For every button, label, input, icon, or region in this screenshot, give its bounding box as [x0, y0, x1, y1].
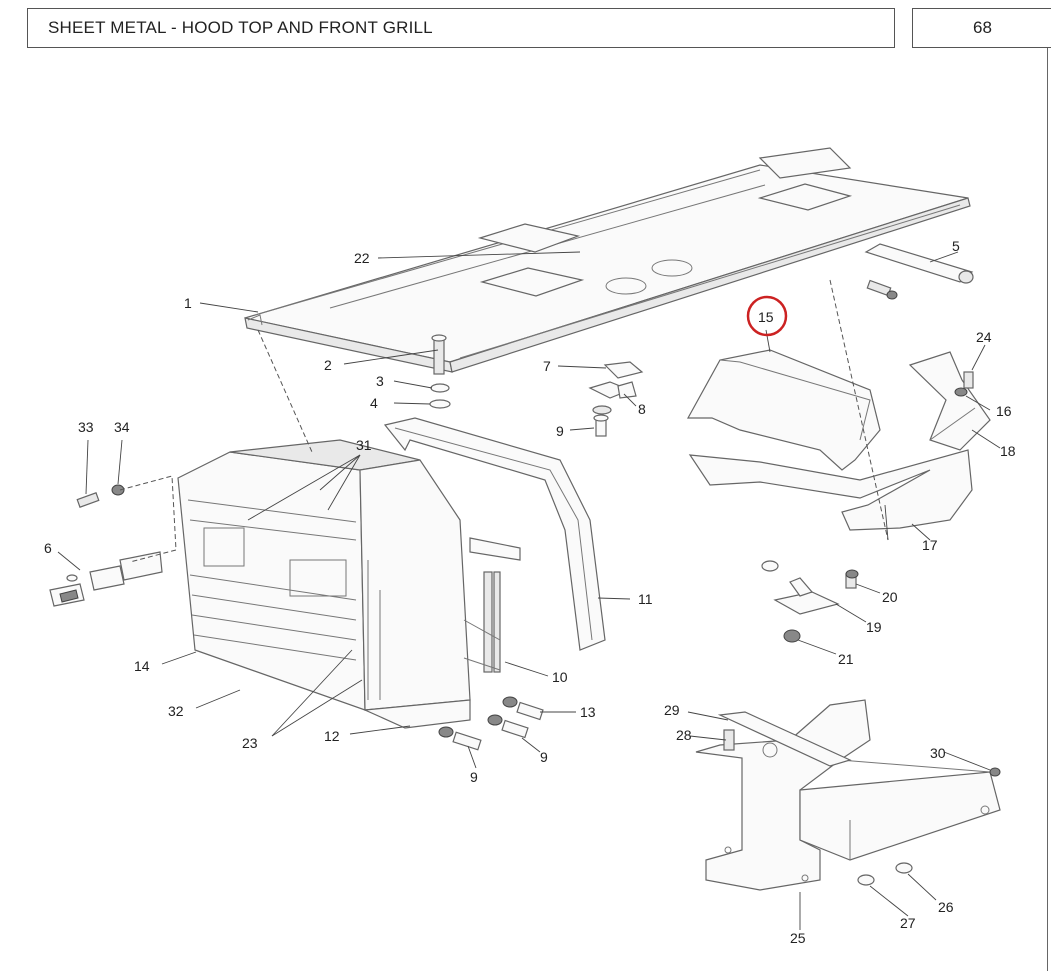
- callout-32: 32: [168, 703, 184, 719]
- page-title-text: SHEET METAL - HOOD TOP AND FRONT GRILL: [48, 18, 433, 37]
- callout-14: 14: [134, 658, 150, 674]
- callout-4: 4: [370, 395, 378, 411]
- callout-17: 17: [922, 537, 938, 553]
- callout-9-lower-left: 9: [470, 769, 478, 785]
- hood-fastener-stack: [429, 334, 451, 409]
- callout-33: 33: [78, 419, 94, 435]
- callout-21: 21: [838, 651, 854, 667]
- callout-1: 1: [184, 295, 192, 311]
- callout-2: 2: [324, 357, 332, 373]
- callout-20: 20: [882, 589, 898, 605]
- callout-34: 34: [114, 419, 130, 435]
- bolt-upper: [866, 279, 898, 300]
- callout-27: 27: [900, 915, 916, 931]
- callout-8: 8: [638, 401, 646, 417]
- callout-7: 7: [543, 358, 551, 374]
- page-border: [1047, 48, 1048, 971]
- callout-26: 26: [938, 899, 954, 915]
- callout-29: 29: [664, 702, 680, 718]
- badge-parts: [49, 475, 177, 607]
- callout-labels: 1 2 3 4 5 6 7 8 9 9 9 10 11 12 13 14 15 …: [44, 238, 1016, 946]
- callout-25: 25: [790, 930, 806, 946]
- callout-16: 16: [996, 403, 1012, 419]
- callout-24: 24: [976, 329, 992, 345]
- hood-top-panel: [244, 147, 971, 373]
- bracket-parts-upper: [588, 361, 644, 437]
- bracket-19-group: [761, 560, 859, 643]
- page-number-box: 68: [912, 8, 1051, 48]
- callout-22: 22: [354, 250, 370, 266]
- callout-30: 30: [930, 745, 946, 761]
- callout-18: 18: [1000, 443, 1016, 459]
- callout-15-highlight: [746, 295, 788, 337]
- page-title: SHEET METAL - HOOD TOP AND FRONT GRILL: [27, 8, 895, 48]
- callout-19: 19: [866, 619, 882, 635]
- callout-23: 23: [242, 735, 258, 751]
- callout-5: 5: [952, 238, 960, 254]
- callout-6: 6: [44, 540, 52, 556]
- callout-3: 3: [376, 373, 384, 389]
- callout-28: 28: [676, 727, 692, 743]
- bolt-24: [954, 371, 974, 397]
- seal-strip: [864, 243, 974, 284]
- lower-bolts: [438, 696, 544, 751]
- callout-31: 31: [356, 437, 372, 453]
- grill-hinge-bracket: [463, 537, 521, 673]
- front-shroud-assembly: [686, 279, 991, 541]
- callout-12: 12: [324, 728, 340, 744]
- callout-9-upper: 9: [556, 423, 564, 439]
- callout-11: 11: [638, 591, 653, 607]
- callout-10: 10: [552, 669, 568, 685]
- callout-9-lower-right: 9: [540, 749, 548, 765]
- side-seal-frame: [383, 417, 606, 651]
- front-grill: [177, 439, 471, 729]
- page-number: 68: [973, 18, 992, 37]
- leader-lines: [57, 251, 1001, 930]
- support-frame: [695, 699, 1001, 891]
- callout-13: 13: [580, 704, 596, 720]
- callout-15: 15: [758, 309, 774, 325]
